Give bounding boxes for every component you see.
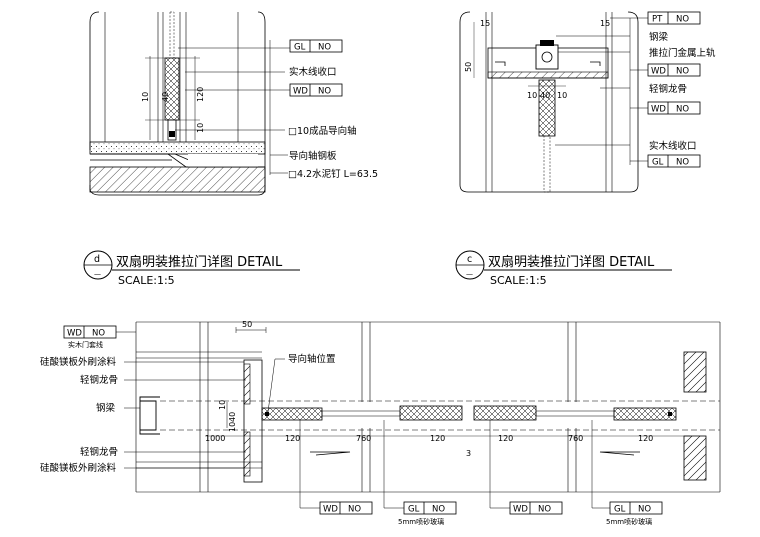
detail-d: 10 40 120 10 GL NO 实木线收口 WD NO □10成品导向轴 …: [83, 11, 378, 287]
plan-dim-120b: 120: [430, 434, 445, 443]
plan-dim-120c: 120: [498, 434, 513, 443]
detail-c-title-letter: c: [467, 254, 472, 265]
detail-d-scale: SCALE:1:5: [118, 274, 175, 287]
detail-c-dim-15a: 15: [480, 19, 490, 28]
plan-label-light-keel-bottom: 轻钢龙骨: [80, 446, 118, 458]
plan-dim-120a: 120: [285, 434, 300, 443]
detail-c-label-metal-rail: 推拉门金属上轨: [649, 47, 716, 59]
detail-d-dim-10: 10: [141, 92, 150, 102]
svg-text:WD: WD: [293, 87, 308, 97]
detail-d-title: 双扇明装推拉门详图 DETAIL: [116, 254, 283, 270]
plan-dim-10b: 10: [228, 422, 237, 432]
svg-text:5mm喷砂玻璃: 5mm喷砂玻璃: [606, 517, 652, 526]
detail-c-title-block: c — 双扇明装推拉门详图 DETAIL SCALE:1:5: [455, 250, 672, 287]
svg-text:WD: WD: [651, 105, 666, 115]
svg-text:GL: GL: [294, 43, 306, 53]
detail-d-tag-gl: GL NO: [289, 39, 343, 53]
svg-text:NO: NO: [318, 43, 331, 53]
svg-text:GL: GL: [408, 505, 420, 515]
detail-c-dim-50: 50: [464, 62, 473, 72]
plan-steel-beam: [139, 396, 160, 435]
plan-tag-wd-top: WD NO 实木门套线: [63, 325, 136, 349]
detail-d-door-leaf: [164, 57, 180, 121]
svg-text:NO: NO: [676, 67, 689, 77]
detail-d-title-sheet: —: [94, 270, 101, 278]
detail-c-dim-15b: 15: [600, 19, 610, 28]
detail-c-tag-gl: GL NO: [647, 154, 701, 168]
svg-text:WD: WD: [651, 67, 666, 77]
plan-right-wall: [683, 351, 707, 393]
svg-text:WD: WD: [323, 505, 338, 515]
detail-d-title-letter: d: [94, 254, 100, 265]
detail-c-door-leaf: [538, 79, 556, 137]
detail-c-tag-wd-1: WD NO: [647, 63, 701, 77]
detail-d-dim-10b: 10: [196, 123, 205, 133]
plan-label-calcium-board-bottom: 硅酸镁板外刷涂料: [40, 462, 117, 474]
svg-text:GL: GL: [614, 505, 626, 515]
detail-c-dim-40: 40: [540, 91, 550, 100]
detail-d-label-guide-shaft: □10成品导向轴: [288, 125, 357, 137]
detail-c: 50 15 15 10 40 10 PT NO 钢梁 推拉门金属上轨 WD NO: [455, 11, 716, 287]
detail-c-dim-10a: 10: [527, 91, 537, 100]
detail-d-label-cement-nail: □4.2水泥钉 L=63.5: [288, 168, 378, 180]
svg-text:实木门套线: 实木门套线: [68, 340, 103, 349]
plan-view: 50 10 40 10 1000 120 760 120 120 760 120…: [40, 320, 721, 526]
plan-label-light-keel-top: 轻钢龙骨: [80, 374, 118, 386]
svg-text:NO: NO: [676, 158, 689, 168]
plan-tag-wd-bottom-2: WD NO: [509, 501, 563, 515]
svg-text:GL: GL: [652, 158, 664, 168]
plan-label-guide-position: 导向轴位置: [288, 353, 336, 365]
plan-dim-760b: 760: [568, 434, 583, 443]
plan-door-leaves: [261, 405, 677, 421]
svg-text:NO: NO: [676, 105, 689, 115]
detail-d-outline: [89, 11, 266, 196]
plan-dim-760a: 760: [356, 434, 371, 443]
plan-label-steel-beam: 钢梁: [96, 402, 116, 414]
svg-text:NO: NO: [638, 505, 651, 515]
detail-d-tag-wd: WD NO: [289, 83, 343, 97]
detail-c-tag-pt: PT NO: [647, 11, 701, 25]
detail-d-floor-screed: [89, 141, 266, 155]
svg-text:NO: NO: [348, 505, 361, 515]
detail-d-label-guide-plate: 导向轴钢板: [289, 150, 337, 162]
detail-c-dim-10b: 10: [557, 91, 567, 100]
plan-tag-wd-bottom-1: WD NO: [319, 501, 373, 515]
detail-c-title: 双扇明装推拉门详图 DETAIL: [488, 254, 655, 270]
svg-text:WD: WD: [513, 505, 528, 515]
svg-text:NO: NO: [432, 505, 445, 515]
detail-c-label-steel-beam: 钢梁: [649, 31, 669, 43]
detail-c-title-sheet: —: [466, 270, 473, 278]
svg-text:NO: NO: [676, 15, 689, 25]
detail-d-title-block: d — 双扇明装推拉门详图 DETAIL SCALE:1:5: [83, 250, 300, 287]
plan-tag-gl-bottom-1: GL NO 5mm喷砂玻璃: [398, 501, 457, 526]
plan-left-wall: [243, 359, 263, 483]
plan-tag-gl-bottom-2: GL NO 5mm喷砂玻璃: [606, 501, 663, 526]
svg-text:PT: PT: [652, 15, 663, 25]
svg-text:NO: NO: [92, 329, 105, 339]
detail-c-label-light-keel: 轻钢龙骨: [649, 83, 687, 95]
detail-d-dim-120: 120: [196, 87, 205, 102]
detail-c-tag-wd-2: WD NO: [647, 101, 701, 115]
svg-text:NO: NO: [538, 505, 551, 515]
detail-d-label-wood-trim: 实木线收口: [289, 66, 337, 78]
plan-label-calcium-board-top: 硅酸镁板外刷涂料: [40, 356, 117, 368]
plan-dim-3: 3: [466, 449, 471, 458]
svg-text:5mm喷砂玻璃: 5mm喷砂玻璃: [398, 517, 444, 526]
detail-c-scale: SCALE:1:5: [490, 274, 547, 287]
svg-text:NO: NO: [318, 87, 331, 97]
plan-dim-1000: 1000: [205, 434, 225, 443]
plan-dim-40: 40: [228, 412, 237, 422]
plan-dim-120d: 120: [638, 434, 653, 443]
plan-dim-50: 50: [242, 320, 252, 329]
detail-d-floor-slab: [89, 166, 266, 193]
svg-text:WD: WD: [67, 329, 82, 339]
detail-d-dim-40: 40: [161, 92, 170, 102]
detail-c-label-wood-trim: 实木线收口: [649, 140, 697, 152]
detail-c-top-rail: [535, 44, 559, 70]
plan-dim-10a: 10: [218, 400, 227, 410]
